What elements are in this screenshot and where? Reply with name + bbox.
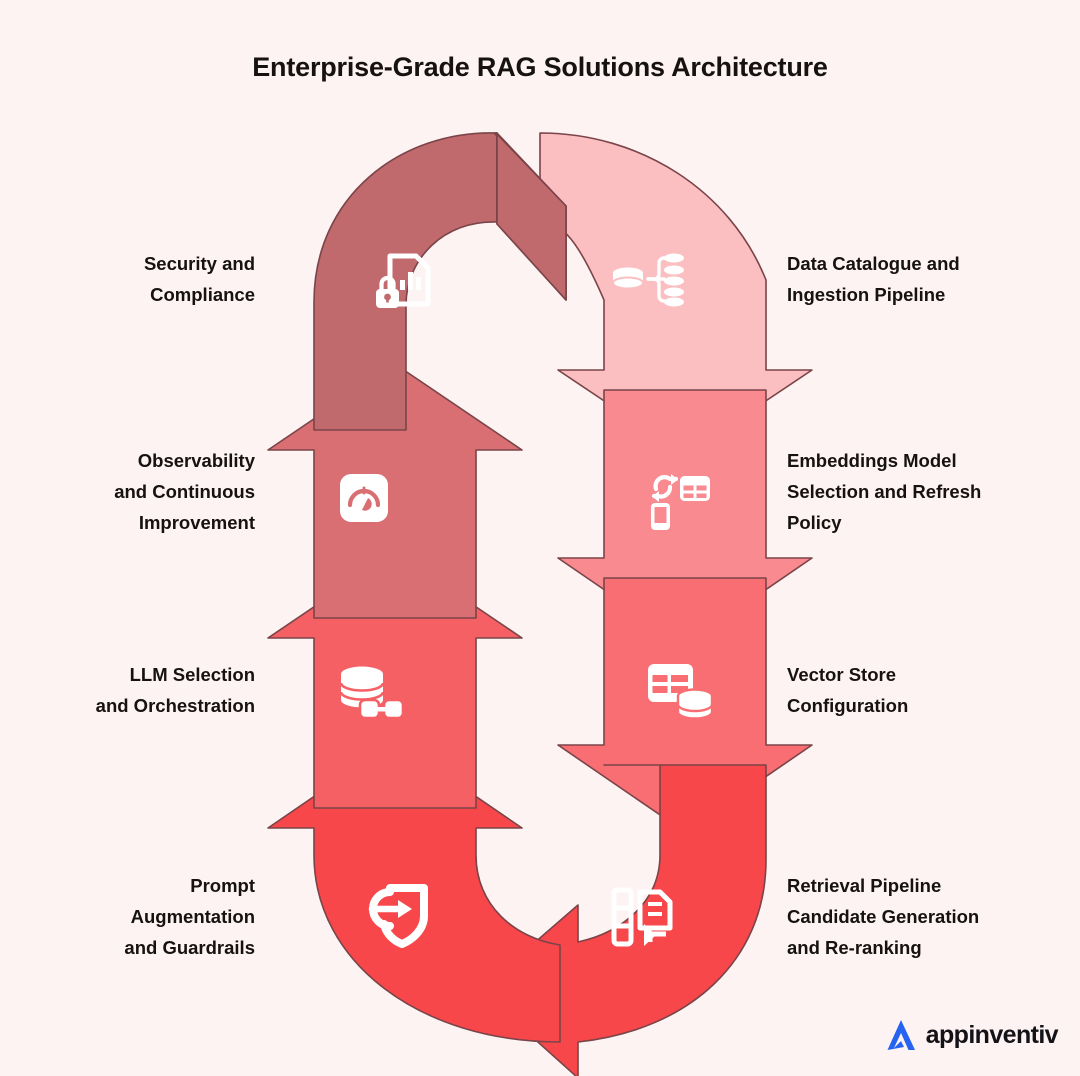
label-line: Data Catalogue and (787, 253, 960, 274)
label-line: LLM Selection (129, 664, 255, 685)
table-database-icon (648, 664, 714, 720)
arrow-head-security (495, 132, 567, 301)
document-rerank-icon (611, 887, 673, 947)
label-line: and Re-ranking (787, 937, 922, 958)
appinventiv-wordmark: appinventiv (925, 1020, 1059, 1049)
label-embeddings-model: Embeddings Model Selection and Refresh P… (787, 445, 1022, 538)
label-security-compliance: Security and Compliance (20, 248, 255, 310)
label-prompt-augmentation: Prompt Augmentation and Guardrails (20, 870, 255, 963)
label-line: Ingestion Pipeline (787, 284, 946, 305)
shield-arrow-icon (368, 884, 428, 948)
label-line: Prompt (190, 875, 255, 896)
label-retrieval-pipeline: Retrieval Pipeline Candidate Generation … (787, 870, 1022, 963)
database-nodes-icon (339, 666, 405, 720)
label-line: Embeddings Model (787, 450, 957, 471)
gauge-icon (340, 474, 388, 522)
label-line: and Continuous (114, 481, 255, 502)
appinventiv-logo[interactable]: appinventiv (882, 1016, 1059, 1054)
model-exchange-icon (651, 474, 710, 530)
label-line: Observability (137, 450, 255, 471)
label-line: and Orchestration (95, 695, 255, 716)
label-line: Candidate Generation (787, 906, 980, 927)
label-observability: Observability and Continuous Improvement (20, 445, 255, 538)
label-line: Compliance (150, 284, 255, 305)
label-line: and Guardrails (124, 937, 255, 958)
label-line: Vector Store (787, 664, 896, 685)
label-line: Configuration (787, 695, 909, 716)
page-title: Enterprise-Grade RAG Solutions Architect… (252, 52, 828, 82)
appinventiv-mark-icon (887, 1020, 915, 1050)
label-line: Improvement (138, 512, 255, 533)
label-vector-store: Vector Store Configuration (787, 659, 1022, 721)
label-llm-selection: LLM Selection and Orchestration (20, 659, 255, 721)
locked-report-icon (376, 253, 431, 308)
label-data-catalogue: Data Catalogue and Ingestion Pipeline (787, 248, 1022, 310)
label-line: Retrieval Pipeline (787, 875, 942, 896)
label-line: Policy (787, 512, 842, 533)
label-line: Selection and Refresh (787, 481, 982, 502)
label-line: Augmentation (130, 906, 255, 927)
database-branch-icon (612, 253, 684, 307)
label-line: Security and (143, 253, 255, 274)
